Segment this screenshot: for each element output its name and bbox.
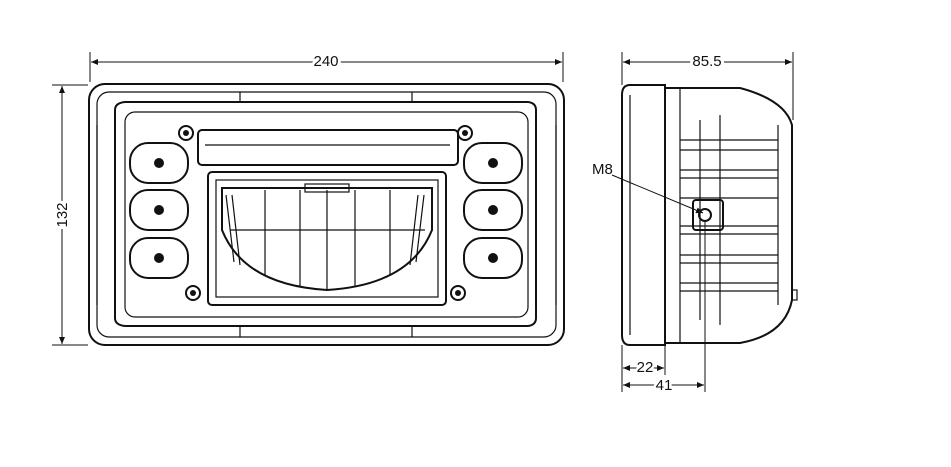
m8-thread-hole xyxy=(698,208,712,222)
width-dimension: 240 xyxy=(89,50,564,82)
offset-label: 22 xyxy=(637,359,654,376)
screws xyxy=(178,125,473,301)
cooling-fins xyxy=(680,115,779,325)
width-label: 240 xyxy=(313,53,338,70)
projector-lens xyxy=(207,171,447,306)
depth-dimension: 85.5 xyxy=(621,50,794,120)
mount-depth-dimension: 41 xyxy=(623,222,706,397)
front-view: 240 132 xyxy=(51,50,565,346)
led-modules-left xyxy=(129,142,189,279)
depth-label: 85.5 xyxy=(692,53,721,70)
lens-side xyxy=(621,84,666,346)
thread-callout: M8 xyxy=(592,161,704,214)
height-label: 132 xyxy=(54,202,71,227)
led-modules-right xyxy=(463,142,523,279)
height-dimension: 132 xyxy=(51,84,88,346)
mount-boss xyxy=(692,199,724,231)
bezel xyxy=(114,101,537,327)
side-view: 85.5 M8 22 xyxy=(592,50,798,397)
mount-offset-dimension: 22 xyxy=(621,345,666,392)
heatsink-body xyxy=(665,87,793,344)
drl-bar xyxy=(197,129,459,166)
thread-label: M8 xyxy=(592,161,613,178)
housing-outline xyxy=(88,83,565,346)
mount-depth-label: 41 xyxy=(656,377,673,394)
